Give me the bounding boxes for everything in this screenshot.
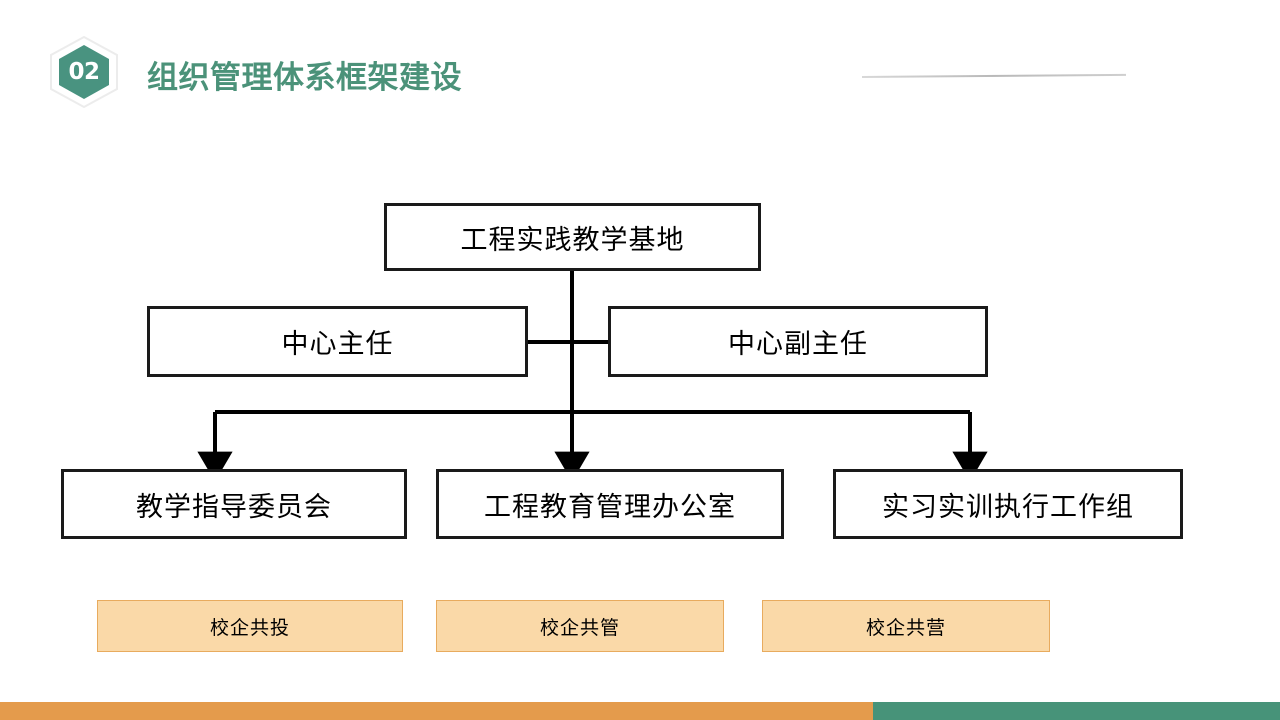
org-node-teaching-committee[interactable]: 教学指导委员会: [61, 469, 407, 539]
org-node-education-office[interactable]: 工程教育管理办公室: [436, 469, 784, 539]
hexagon-inner-icon: [48, 36, 120, 108]
pill-co-operation[interactable]: 校企共营: [762, 600, 1050, 652]
page-title: 组织管理体系框架建设: [147, 60, 462, 96]
org-node-root[interactable]: 工程实践教学基地: [384, 203, 761, 271]
org-node-deputy-director[interactable]: 中心副主任: [608, 306, 988, 377]
footer-bar-left-segment: [0, 702, 873, 720]
footer-bar: [0, 702, 1280, 720]
org-node-director[interactable]: 中心主任: [147, 306, 528, 377]
footer-bar-right-segment: [873, 702, 1280, 720]
pill-co-investment[interactable]: 校企共投: [97, 600, 403, 652]
badge-number-label: 02: [68, 59, 100, 85]
org-node-training-workgroup[interactable]: 实习实训执行工作组: [833, 469, 1183, 539]
header-decorative-rule: [861, 73, 1126, 78]
section-number-badge: 02: [48, 36, 120, 108]
pill-co-management[interactable]: 校企共管: [436, 600, 724, 652]
